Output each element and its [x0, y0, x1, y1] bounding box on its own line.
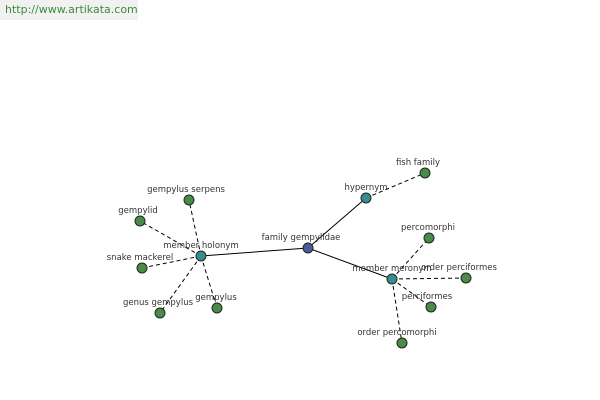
node-order-percomorphi[interactable]	[396, 337, 408, 349]
edge-center-member-meronym	[307, 247, 393, 280]
node-gempylus-serpens[interactable]	[183, 194, 195, 206]
edge-meronym-percomorphi	[391, 237, 430, 280]
label-gempylus-serpens: gempylus serpens	[147, 185, 225, 195]
label-snake-mackerel: snake mackerel	[107, 253, 174, 263]
node-genus-gempylus[interactable]	[154, 307, 166, 319]
node-member-meronym[interactable]	[386, 273, 398, 285]
edge-holonym-gempylus-serpens	[188, 199, 202, 257]
label-gempylus: gempylus	[195, 293, 237, 303]
edge-center-hypernym	[307, 197, 367, 249]
label-perciformes: perciformes	[402, 292, 453, 302]
label-percomorphi: percomorphi	[401, 223, 455, 233]
node-member-holonym[interactable]	[195, 250, 207, 262]
node-family-gempylidae[interactable]	[302, 242, 314, 254]
edge-hypernym-fish-family	[365, 172, 426, 199]
edge-holonym-genus-gempylus	[159, 255, 202, 314]
label-member-holonym: member holonym	[163, 241, 238, 251]
edge-meronym-perciformes	[391, 278, 432, 308]
node-gempylid[interactable]	[134, 215, 146, 227]
node-gempylus[interactable]	[211, 302, 223, 314]
label-order-perciformes: order perciformes	[421, 263, 497, 273]
node-order-perciformes[interactable]	[460, 272, 472, 284]
edge-holonym-gempylid	[139, 220, 202, 257]
node-percomorphi[interactable]	[423, 232, 435, 244]
node-hypernym[interactable]	[360, 192, 372, 204]
edge-meronym-order-perciformes	[391, 277, 467, 280]
node-fish-family[interactable]	[419, 167, 431, 179]
label-order-percomorphi: order percomorphi	[357, 328, 436, 338]
site-url-link[interactable]: http://www.artikata.com	[5, 3, 138, 16]
node-snake-mackerel[interactable]	[136, 262, 148, 274]
edge-center-member-holonym	[200, 247, 309, 257]
edge-meronym-order-percomorphi	[391, 278, 403, 344]
label-hypernym: hypernym	[344, 183, 387, 193]
label-fish-family: fish family	[396, 158, 440, 168]
url-bar: http://www.artikata.com	[0, 0, 138, 20]
label-gempylid: gempylid	[118, 206, 157, 216]
label-family-gempylidae: family gempylidae	[262, 233, 341, 243]
node-perciformes[interactable]	[425, 301, 437, 313]
label-member-meronym: member meronym	[352, 264, 431, 274]
label-genus-gempylus: genus gempylus	[123, 298, 194, 308]
edge-holonym-snake-mackerel	[141, 255, 202, 269]
edge-holonym-gempylus	[200, 255, 218, 309]
